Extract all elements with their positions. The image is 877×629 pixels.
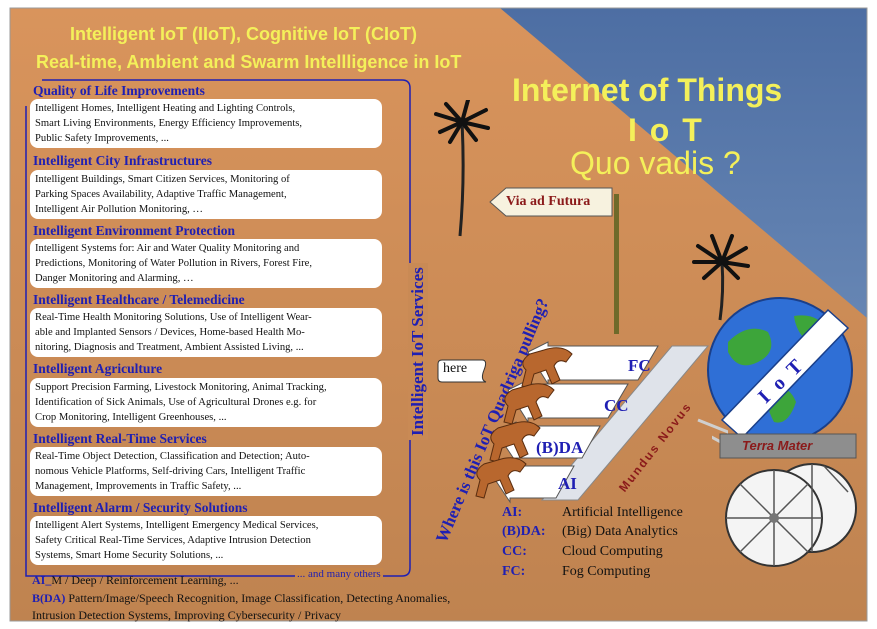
main-subtitle: Quo vadis ? xyxy=(570,145,741,181)
service-box-healthcare: Real-Time Health Monitoring Solutions, U… xyxy=(30,308,382,357)
service-text-line: Crop Monitoring, Intelligent Greenhouses… xyxy=(35,412,227,423)
service-title-security: Intelligent Alarm / Security Solutions xyxy=(33,500,248,515)
legend-key-cc: CC: xyxy=(502,544,527,559)
services-bracket xyxy=(25,79,411,577)
service-text-line: Safety Critical Real-Time Services, Adap… xyxy=(35,535,311,546)
arrow-label-cc: CC xyxy=(604,396,629,415)
service-text-line: nomous Vehicle Platforms, Self-driving C… xyxy=(35,466,306,477)
footer-line-bda: B(DA) Pattern/Image/Speech Recognition, … xyxy=(32,591,450,606)
service-title-city: Intelligent City Infrastructures xyxy=(33,153,212,168)
service-text-line: Management, Improvements in Traffic Safe… xyxy=(35,481,242,492)
service-text-line: Predictions, Monitoring of Water Polluti… xyxy=(35,258,313,269)
signpost xyxy=(489,187,619,334)
service-title-realtime: Intelligent Real-Time Services xyxy=(33,431,207,446)
service-text-line: Intelligent Systems for: Air and Water Q… xyxy=(35,243,300,254)
service-text-line: Identification of Sick Animals, Use of A… xyxy=(35,397,317,408)
service-box-agriculture: Support Precision Farming, Livestock Mon… xyxy=(30,378,382,427)
service-text-line: Intelligent Buildings, Smart Citizen Ser… xyxy=(35,174,290,185)
service-box-realtime: Real-Time Object Detection, Classificati… xyxy=(30,447,382,496)
title-line-1: Intelligent IoT (IIoT), Cognitive IoT (C… xyxy=(70,24,417,44)
footer-line-ai: AI_M / Deep / Reinforcement Learning, ..… xyxy=(32,573,239,588)
footer-text: Pattern/Image/Speech Recognition, Image … xyxy=(65,591,451,605)
service-text-line: Parking Spaces Availability, Adaptive Tr… xyxy=(35,189,287,200)
palm-tree-icon xyxy=(434,100,490,237)
service-box-city: Intelligent Buildings, Smart Citizen Ser… xyxy=(30,170,382,219)
sign-label: Via ad Futura xyxy=(506,194,591,209)
footer-text: M / Deep / Reinforcement Learning, ... xyxy=(51,573,239,587)
service-text-line: Intelligent Alert Systems, Intelligent E… xyxy=(35,520,319,531)
legend-value-cc: Cloud Computing xyxy=(562,544,663,559)
service-title-healthcare: Intelligent Healthcare / Telemedicine xyxy=(33,292,245,307)
service-text-line: Smart Living Environments, Energy Effici… xyxy=(35,118,303,129)
here-label: here xyxy=(443,361,468,376)
vertical-services-label: Intelligent IoT Services xyxy=(408,263,428,440)
legend-key-fc: FC: xyxy=(502,564,526,579)
footer-key: AI_ xyxy=(32,573,52,587)
service-box-security: Intelligent Alert Systems, Intelligent E… xyxy=(30,516,382,565)
cart-icon xyxy=(712,433,857,567)
many-others-label: ... and many others xyxy=(295,568,383,580)
main-title-abbrev: I o T xyxy=(628,112,704,148)
service-text-line: Support Precision Farming, Livestock Mon… xyxy=(35,382,327,393)
service-text-line: able and Implanted Sensors / Devices, Ho… xyxy=(35,327,305,338)
service-text-line: Real-Time Health Monitoring Solutions, U… xyxy=(35,312,312,323)
terra-mater-label: Terra Mater xyxy=(742,438,813,453)
arrow-label-bda: (B)DA xyxy=(536,438,584,457)
service-box-environment: Intelligent Systems for: Air and Water Q… xyxy=(30,239,382,288)
service-box-quality-of-life: Intelligent Homes, Intelligent Heating a… xyxy=(30,99,382,148)
service-title-quality-of-life: Quality of Life Improvements xyxy=(33,83,205,98)
legend-value-fc: Fog Computing xyxy=(562,564,651,579)
horse-icons xyxy=(475,347,573,499)
service-text-line: Danger Monitoring and Alarming, … xyxy=(35,273,194,284)
service-text-line: Public Safety Improvements, ... xyxy=(35,133,169,144)
service-text-line: Real-Time Object Detection, Classificati… xyxy=(35,451,310,462)
arrow-label-ai: AI xyxy=(558,474,577,493)
service-title-agriculture: Intelligent Agriculture xyxy=(33,361,163,376)
service-text-line: Intelligent Air Pollution Monitoring, … xyxy=(35,204,204,215)
arrow-label-fc: FC xyxy=(628,356,651,375)
legend-value-bda: (Big) Data Analytics xyxy=(562,524,678,539)
service-text-line: Systems, Smart Home Security Solutions, … xyxy=(35,550,224,561)
service-title-environment: Intelligent Environment Protection xyxy=(33,223,235,238)
footer-key: B(DA) xyxy=(32,591,66,605)
palm-tree-icon xyxy=(692,234,750,321)
legend-value-ai: Artificial Intelligence xyxy=(562,505,683,520)
legend-key-ai: AI: xyxy=(502,505,523,520)
service-text-line: Intelligent Homes, Intelligent Heating a… xyxy=(35,103,296,114)
title-line-2: Real-time, Ambient and Swarm Intellligen… xyxy=(36,52,462,72)
here-bubble xyxy=(437,359,487,383)
legend-key-bda: (B)DA: xyxy=(502,524,546,539)
service-text-line: nitoring, Diagnosis and Treatment, Ambie… xyxy=(35,342,304,353)
footer-line-3: Intrusion Detection Systems, Improving C… xyxy=(32,608,341,622)
main-title: Internet of Things xyxy=(512,72,783,108)
